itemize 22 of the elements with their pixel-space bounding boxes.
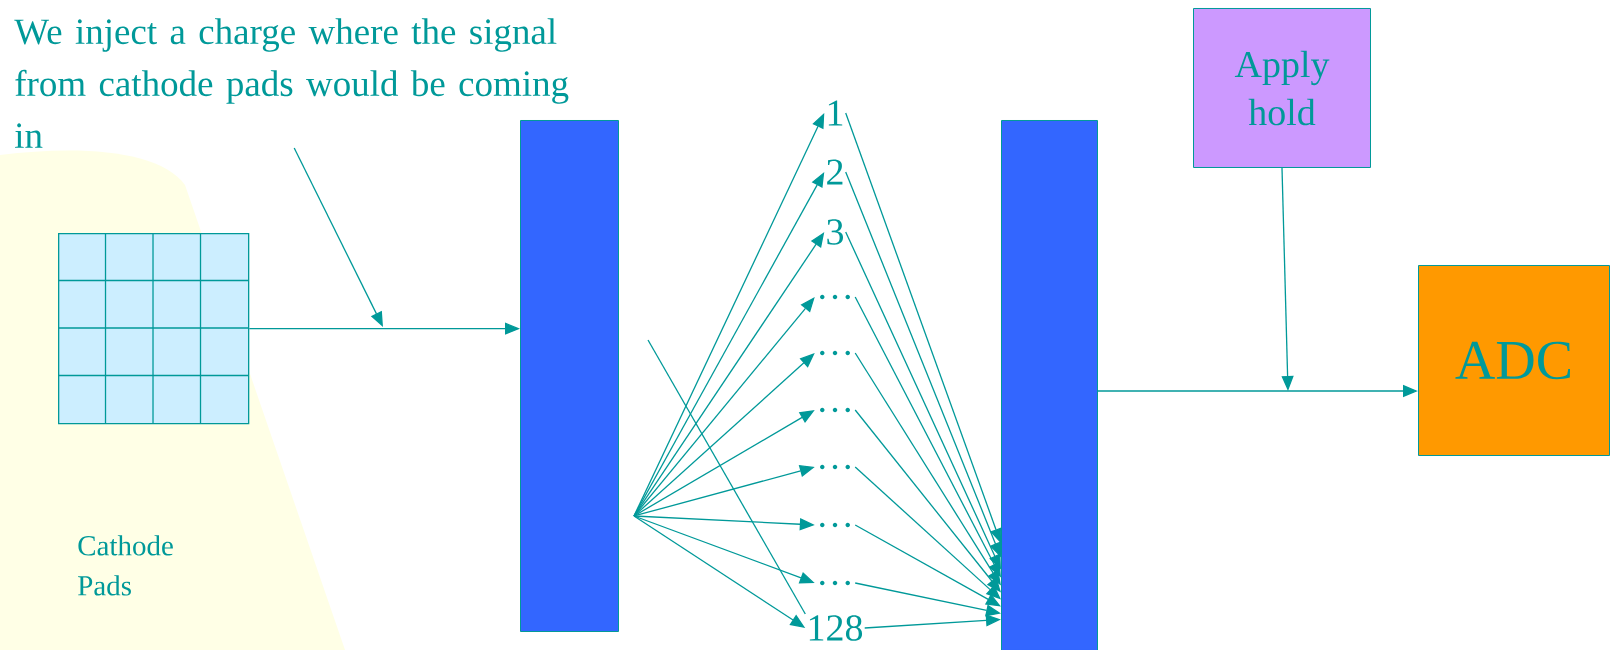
arrow <box>633 297 815 517</box>
hold-box: Apply hold <box>1193 8 1371 168</box>
channel-label: … <box>820 464 850 470</box>
note-text: We inject a charge where the signal from cathode pads would be coming in <box>14 18 569 148</box>
channel-label: … <box>820 407 850 413</box>
pad-grid <box>57 232 250 425</box>
channel-label: 2 <box>827 159 843 185</box>
line <box>647 339 806 615</box>
channel-label: 3 <box>827 219 844 245</box>
channel-label: … <box>820 294 850 300</box>
adc-box: ADC <box>1418 265 1610 456</box>
amplifier-bar <box>520 120 619 632</box>
channel-label: … <box>820 580 850 586</box>
caption-text: Cathode Pads <box>78 535 173 596</box>
channel-label: … <box>820 350 850 356</box>
channel-label: 128 <box>809 615 863 641</box>
arrow <box>633 353 815 517</box>
amplifier-bar <box>1001 120 1098 650</box>
leader-line <box>293 147 383 327</box>
channel-label: … <box>820 522 850 528</box>
channel-label: 1 <box>828 100 843 126</box>
arrow <box>854 524 1001 607</box>
